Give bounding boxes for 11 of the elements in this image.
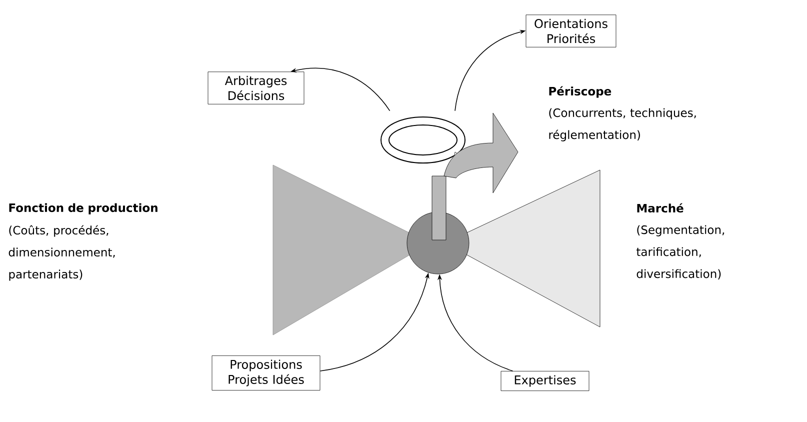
heading-text: Périscope (549, 86, 612, 98)
heading-text: Marché (637, 203, 684, 213)
periscope-drawing (380, 112, 518, 240)
text-box: Orientations Priorités (526, 14, 616, 48)
description-text: (Segmentation, tarification, diversification) (636, 225, 724, 280)
description-text: (Coûts, procédés, dimensionnement, partenariats) (8, 225, 115, 281)
heading-text: Fonction de production (9, 203, 158, 214)
description-text: (Concurrents, techniques, réglementation) (549, 108, 696, 142)
text-box: Propositions Projets Idées (212, 355, 320, 390)
text-box: Arbitrages Décisions (208, 72, 304, 104)
text-box: Expertises (500, 370, 590, 391)
